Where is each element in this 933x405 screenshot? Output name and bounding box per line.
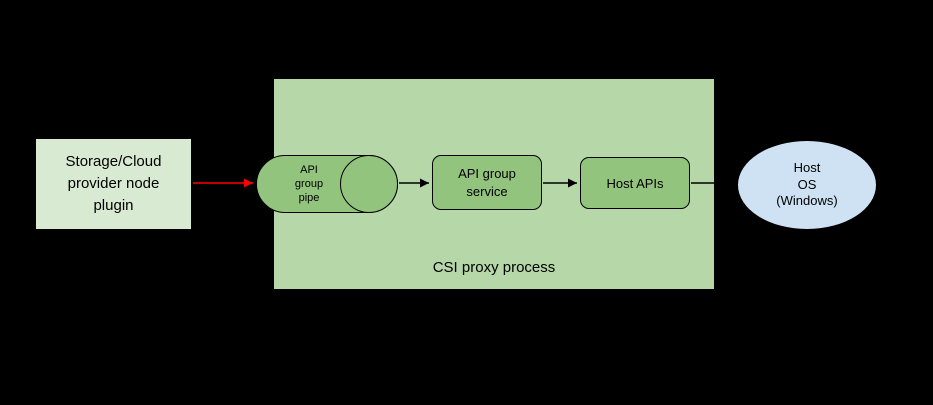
api-group-service-node: API group service: [432, 155, 542, 210]
pipe-cylinder-cap: [340, 155, 398, 213]
storage-cloud-plugin-node: Storage/Cloud provider node plugin: [35, 138, 192, 230]
host-apis-node: Host APIs: [580, 157, 690, 209]
csi-proxy-process-label: CSI proxy process: [432, 259, 556, 276]
host-os-node: Host OS (Windows): [737, 140, 877, 230]
